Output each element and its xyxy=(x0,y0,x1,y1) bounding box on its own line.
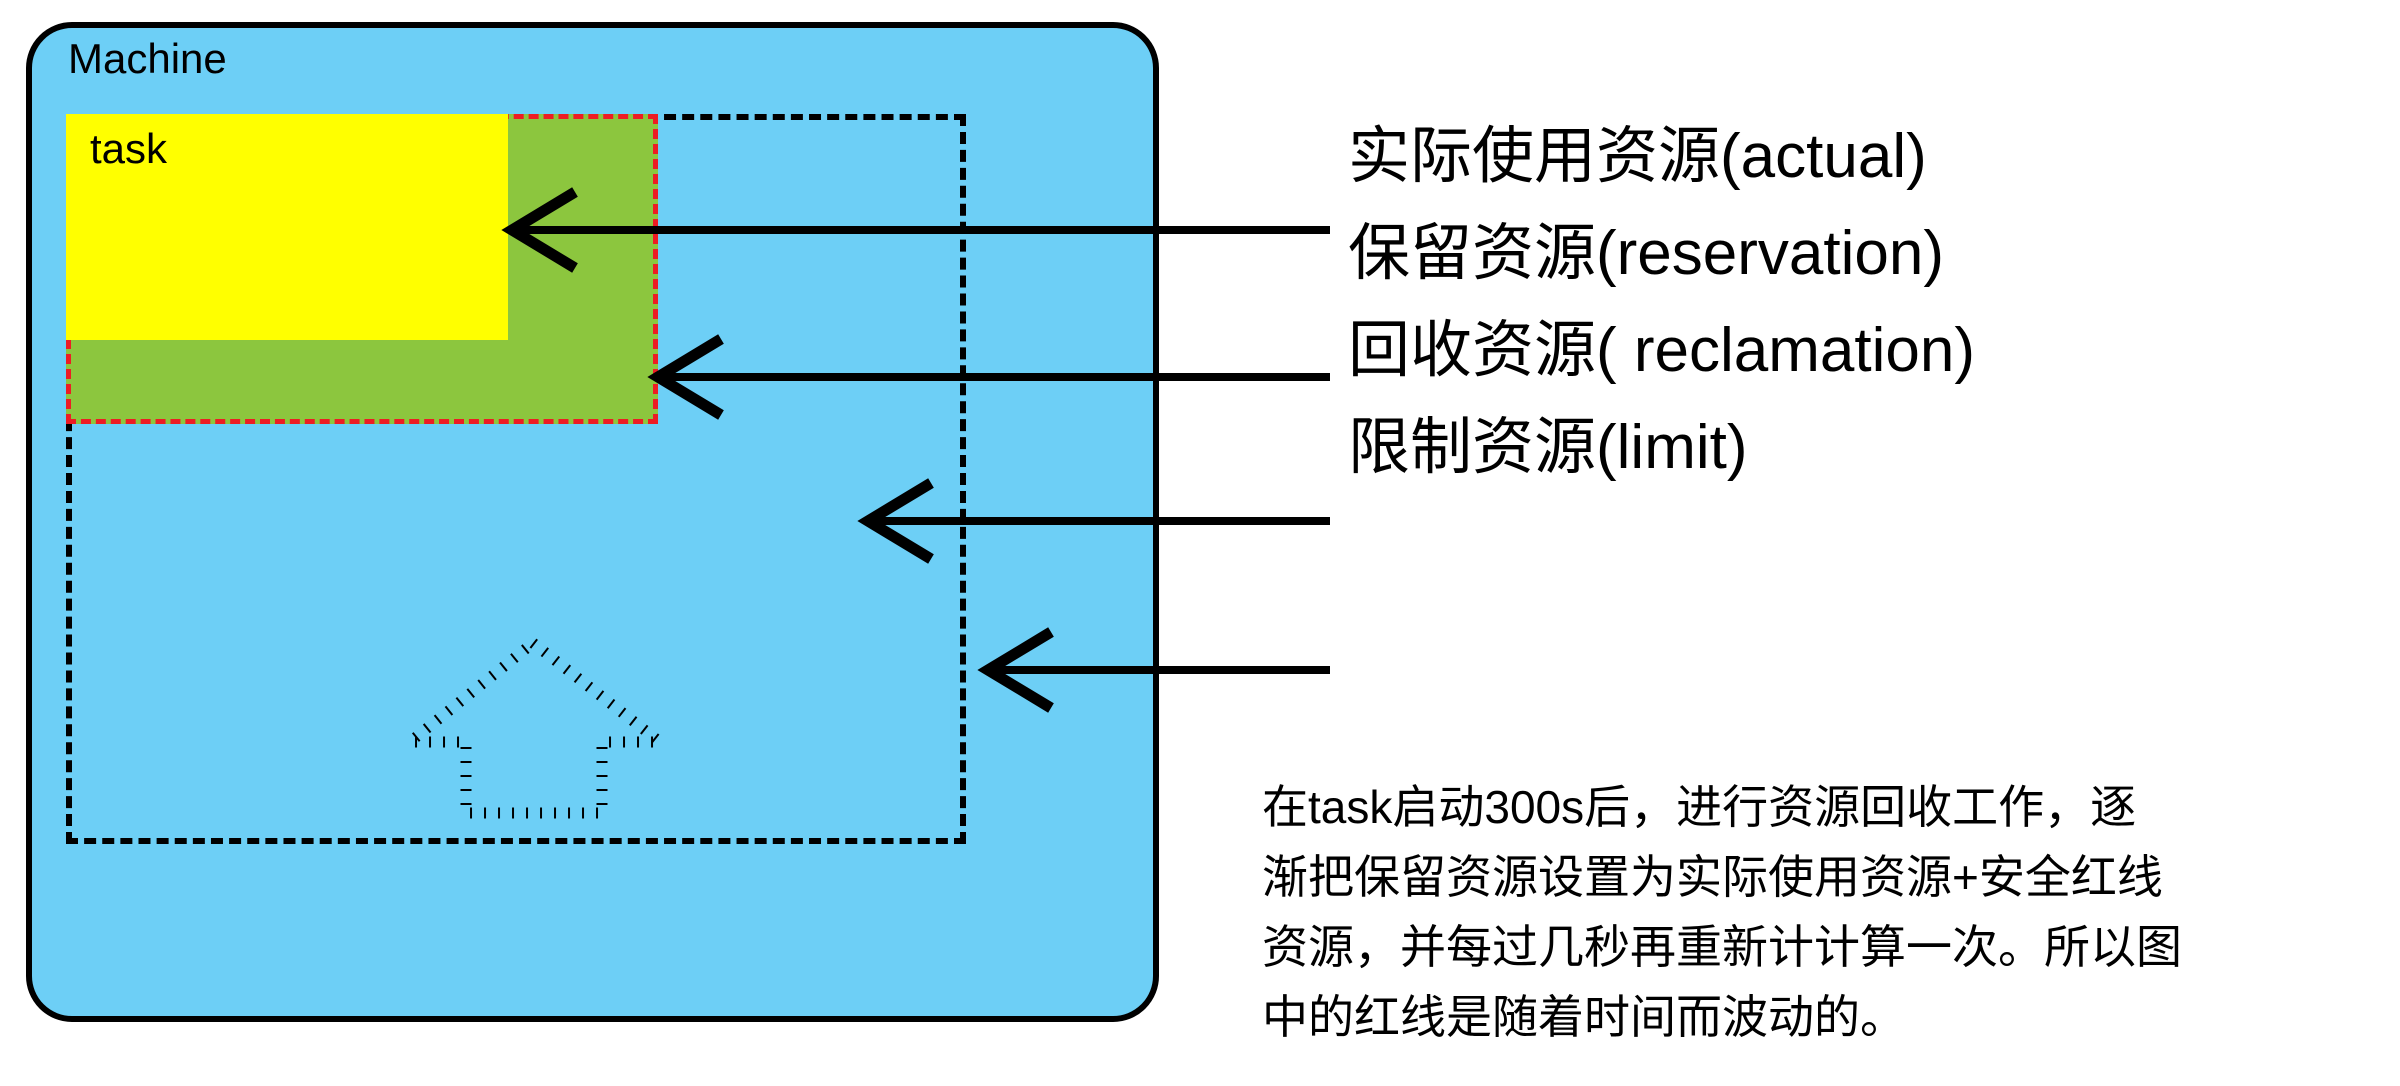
actual-used-region xyxy=(66,114,508,340)
legend-item-limit: 限制资源(limit) xyxy=(1348,399,2388,496)
explanation-note: 在task启动300s后，进行资源回收工作，逐 渐把保留资源设置为实际使用资源+… xyxy=(1262,772,2392,1052)
legend-label-limit: 限制资源(limit) xyxy=(1348,412,1748,482)
legend-item-reclamation: 回收资源( reclamation) xyxy=(1348,302,2388,399)
machine-label: Machine xyxy=(68,35,227,82)
legend-item-actual: 实际使用资源(actual) xyxy=(1348,108,2388,205)
note-line: 资源，并每过几秒再重新计计算一次。所以图 xyxy=(1262,921,2182,973)
note-line: 在task启动300s后，进行资源回收工作，逐 xyxy=(1262,781,2137,833)
note-line: 中的红线是随着时间而波动的。 xyxy=(1262,991,1906,1043)
legend-label-actual: 实际使用资源(actual) xyxy=(1348,121,1927,191)
legend-item-reservation: 保留资源(reservation) xyxy=(1348,205,2388,302)
legend-list: 实际使用资源(actual) 保留资源(reservation) 回收资源( r… xyxy=(1348,108,2388,496)
note-line: 渐把保留资源设置为实际使用资源+安全红线 xyxy=(1262,851,2163,903)
legend-label-reclamation: 回收资源( reclamation) xyxy=(1348,315,1975,385)
legend-label-reservation: 保留资源(reservation) xyxy=(1348,218,1944,288)
task-label: task xyxy=(90,125,168,172)
